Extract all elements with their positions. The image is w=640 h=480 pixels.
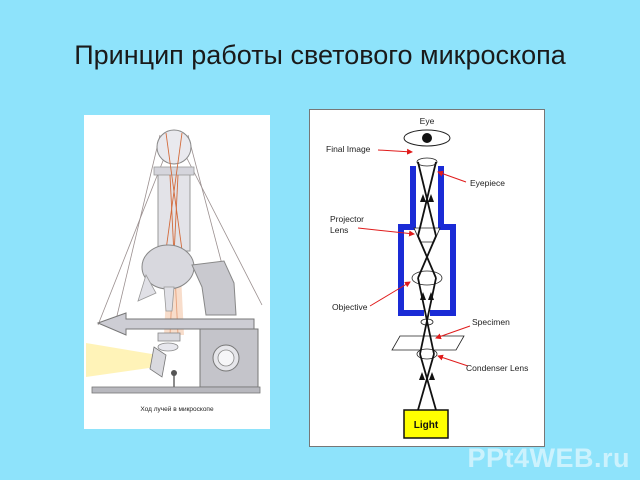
objective-lens — [411, 270, 443, 286]
light-beam — [86, 343, 158, 377]
mirror — [149, 346, 167, 378]
eye-shape — [156, 129, 192, 165]
condenser-lens — [416, 348, 438, 360]
ray-arrowheads — [419, 194, 435, 380]
label-eye: Eye — [420, 116, 435, 126]
objective-tube — [398, 224, 456, 316]
eyepiece-tube — [410, 166, 444, 224]
condenser-lens — [157, 342, 179, 352]
label-eyepiece: Eyepiece — [470, 178, 505, 188]
microscope-ray-diagram: Ход лучей в микроскопе — [86, 129, 263, 413]
label-objective: Objective — [332, 302, 368, 312]
eye-pupil — [422, 133, 432, 143]
microscope-arm — [191, 260, 237, 316]
microscope-stage — [96, 312, 255, 336]
label-final-image: Final Image — [326, 144, 371, 154]
label-projector: Projector — [330, 214, 364, 224]
label-specimen: Specimen — [472, 317, 510, 327]
label-condenser-lens: Condenser Lens — [466, 363, 528, 373]
diagram-caption: Ход лучей в микроскопе — [140, 405, 214, 413]
light-source — [403, 409, 449, 439]
label-light: Light — [414, 420, 439, 431]
microscope-illustration-panel: Ход лучей в микроскопе — [84, 115, 270, 429]
light-path-schematic-panel: Eye — [309, 109, 545, 447]
specimen-slide — [391, 335, 465, 351]
ray-paths — [417, 161, 437, 411]
label-projector-lens: Lens — [330, 225, 348, 235]
light-path-schematic: Eye — [326, 116, 528, 439]
eyepiece-tube — [157, 168, 191, 252]
slide-title: Принцип работы светового микроскопа — [74, 40, 566, 70]
label-pointers — [357, 148, 471, 367]
watermark-logo: PPt4WEB.ru — [467, 443, 630, 473]
